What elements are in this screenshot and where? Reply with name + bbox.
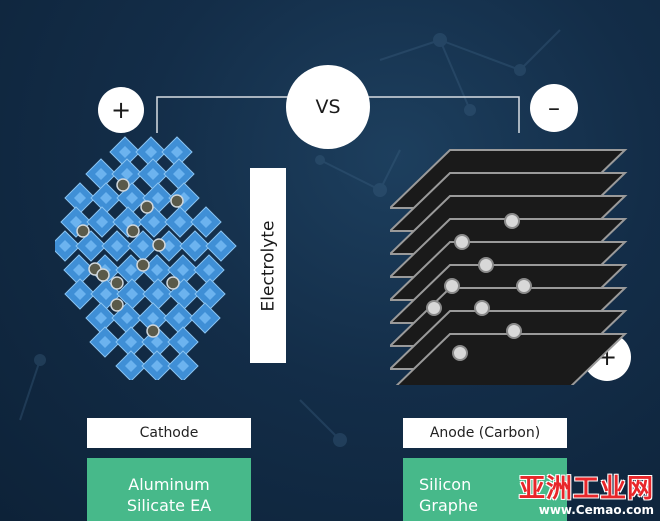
minus-icon: – [548, 94, 560, 122]
crystal-facet [95, 312, 107, 324]
anode-material-box: Silicon Graphe [403, 458, 567, 521]
lithium-ion [506, 323, 522, 339]
ion-particle [166, 276, 180, 290]
electrolyte-label: Electrolyte [258, 220, 278, 311]
crystal-facet [125, 360, 137, 372]
ion-particle [96, 268, 110, 282]
crystal-facet [70, 216, 82, 228]
crystal-facet [151, 360, 163, 372]
crystal-facet [178, 288, 190, 300]
cathode-material-line2: Silicate EA [126, 496, 212, 515]
crystal-facet [174, 216, 186, 228]
cathode-material-box: Aluminum Silicate EA [87, 458, 251, 521]
ion-particle [140, 200, 154, 214]
crystal-facet [121, 312, 133, 324]
anode-label: Anode (Carbon) [403, 418, 567, 448]
graphite-sheet [395, 333, 628, 385]
crystal-facet [145, 146, 157, 158]
crystal-facet [74, 192, 86, 204]
crystal-facet [151, 264, 163, 276]
lithium-ion [444, 278, 460, 294]
crystal-facet [111, 240, 123, 252]
crystal-facet [152, 288, 164, 300]
crystal-facet [163, 240, 175, 252]
crystal-facet [189, 240, 201, 252]
crystal-facet [119, 146, 131, 158]
ion-particle [110, 276, 124, 290]
anode-minus-badge: – [530, 84, 578, 132]
crystal-facet [100, 192, 112, 204]
crystal-facet [147, 312, 159, 324]
cathode-plus-badge: + [98, 87, 144, 133]
crystal-facet [85, 240, 97, 252]
crystal-facet [74, 288, 86, 300]
crystal-facet [73, 264, 85, 276]
cathode-material-line1: Aluminum [128, 475, 210, 494]
crystal-facet [126, 192, 138, 204]
vs-badge: VS [286, 65, 370, 149]
crystal-facet [199, 312, 211, 324]
crystal-facet [137, 240, 149, 252]
electrolyte-bar: Electrolyte [250, 168, 286, 363]
vs-label: VS [315, 96, 341, 118]
crystal-facet [59, 240, 71, 252]
ion-particle [116, 178, 130, 192]
crystal-facet [200, 216, 212, 228]
lithium-ion [452, 345, 468, 361]
cathode-crystal-lattice [55, 136, 237, 380]
ion-particle [152, 238, 166, 252]
crystal-facet [177, 336, 189, 348]
crystal-facet [215, 240, 227, 252]
anode-material-line1: Silicon [419, 475, 472, 494]
lithium-ion [516, 278, 532, 294]
ion-particle [170, 194, 184, 208]
crystal-facet [121, 168, 133, 180]
ion-particle [110, 298, 124, 312]
crystal-facet [177, 360, 189, 372]
crystal-facet [151, 336, 163, 348]
cathode-label: Cathode [87, 418, 251, 448]
lithium-ion [454, 234, 470, 250]
crystal-facet [126, 288, 138, 300]
crystal-facet [100, 288, 112, 300]
crystal-facet [125, 264, 137, 276]
crystal-facet [125, 336, 137, 348]
lithium-ion [504, 213, 520, 229]
crystal-facet [99, 336, 111, 348]
watermark-url: www.Cemao.com [538, 503, 654, 517]
crystal-facet [177, 264, 189, 276]
anode-connector-line [366, 96, 520, 133]
crystal-facet [147, 168, 159, 180]
ion-particle [136, 258, 150, 272]
ion-particle [126, 224, 140, 238]
watermark-text: 亚洲工业网 [518, 474, 654, 504]
crystal-facet [95, 168, 107, 180]
anode-material-line2: Graphe [419, 496, 478, 515]
plus-icon: + [110, 96, 132, 124]
crystal-facet [204, 288, 216, 300]
crystal-facet [148, 216, 160, 228]
crystal-facet [96, 216, 108, 228]
crystal-facet [203, 264, 215, 276]
crystal-facet [173, 312, 185, 324]
crystal-facet [171, 146, 183, 158]
crystal-facet [152, 192, 164, 204]
crystal-facet [173, 168, 185, 180]
lithium-ion [478, 257, 494, 273]
watermark-logo: 亚洲工业网 www.Cemao.com [519, 468, 654, 517]
ion-particle [146, 324, 160, 338]
cathode-connector-line [156, 96, 290, 133]
lithium-ion [474, 300, 490, 316]
ion-particle [76, 224, 90, 238]
lithium-ion [426, 300, 442, 316]
anode-graphite-stack [390, 149, 628, 385]
